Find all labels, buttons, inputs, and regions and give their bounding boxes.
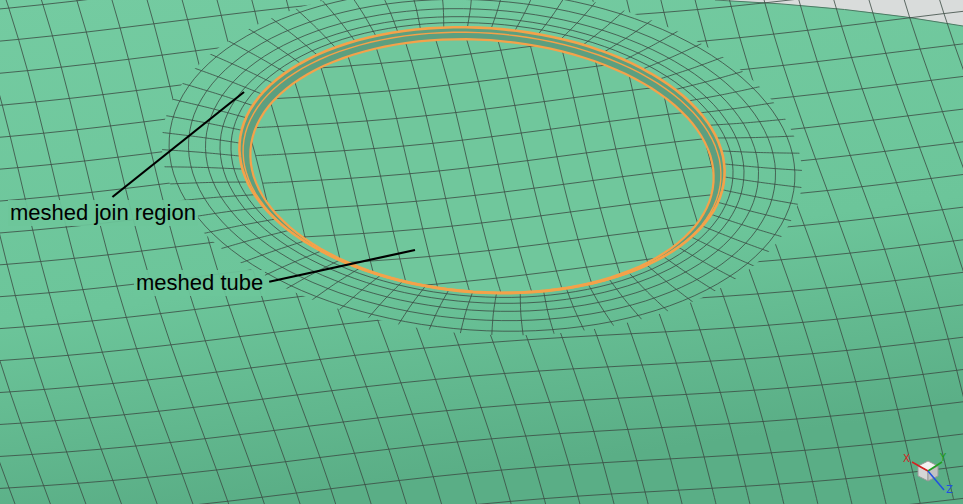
leader-line	[112, 92, 244, 197]
callout-label: meshed join region	[8, 200, 198, 226]
leader-line	[269, 250, 415, 282]
axis-label: Y	[940, 452, 946, 464]
axis-label: Z	[946, 484, 953, 496]
callout-label: meshed tube	[134, 270, 265, 296]
axis-label: X	[903, 453, 910, 465]
axis-triad	[912, 461, 944, 490]
